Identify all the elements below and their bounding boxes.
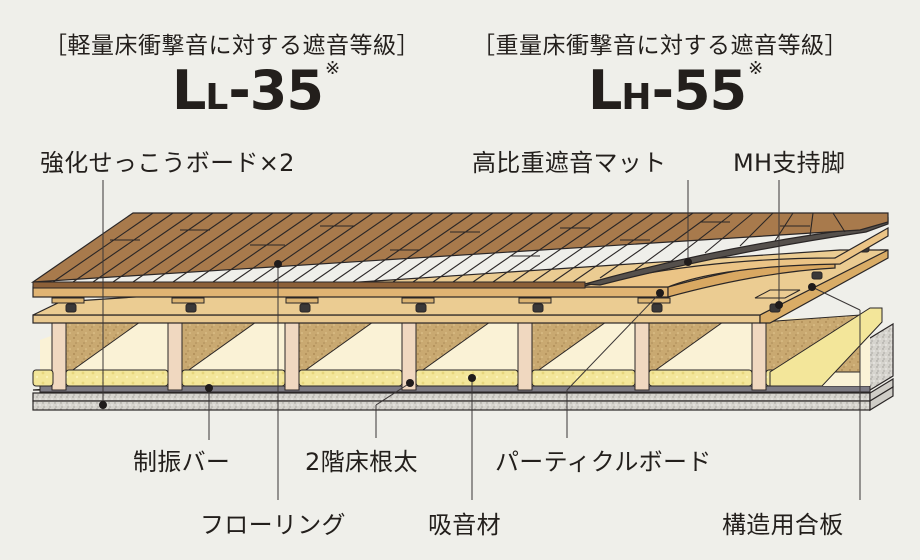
ll-rating-prefix: L xyxy=(172,59,206,122)
ll-rating-number: -35 xyxy=(228,59,324,122)
lh-rating-number: -55 xyxy=(651,59,748,122)
lh-rating-prefix: L xyxy=(588,59,622,122)
sound-mat xyxy=(584,217,889,286)
label-particle-board: パーティクルボード xyxy=(495,448,712,476)
label-floor-joist: 2階床根太 xyxy=(305,448,418,476)
label-flooring: フローリング xyxy=(200,511,346,539)
ll-rating-note: ※ xyxy=(324,58,340,79)
mh-support-legs xyxy=(51,245,870,313)
ll-rating-value: LL-35※ xyxy=(172,60,340,118)
sound-absorber xyxy=(32,307,883,387)
label-structural-plywood: 構造用合板 xyxy=(722,511,844,539)
lh-rating-value: LH-55※ xyxy=(588,60,763,118)
lh-rating-note: ※ xyxy=(748,58,763,79)
label-reinforced-gypsum-board: 強化せっこうボード×2 xyxy=(40,149,295,177)
leader-lines xyxy=(102,180,861,500)
ll-rating-subscript: L xyxy=(205,77,229,118)
damping-bar xyxy=(39,385,871,393)
label-damping-bar: 制振バー xyxy=(133,448,231,476)
label-mh-support-leg: MH支持脚 xyxy=(733,149,846,177)
flooring xyxy=(30,212,889,289)
ll-rating-category: ［軽量床衝撃音に対する遮音等級］ xyxy=(44,33,420,59)
lh-rating-category: ［重量床衝撃音に対する遮音等級］ xyxy=(472,33,848,59)
label-sound-absorber: 吸音材 xyxy=(428,511,501,539)
label-high-density-sound-mat: 高比重遮音マット xyxy=(472,149,667,177)
lh-rating-subscript: H xyxy=(621,77,652,118)
leader-dots xyxy=(99,258,816,409)
